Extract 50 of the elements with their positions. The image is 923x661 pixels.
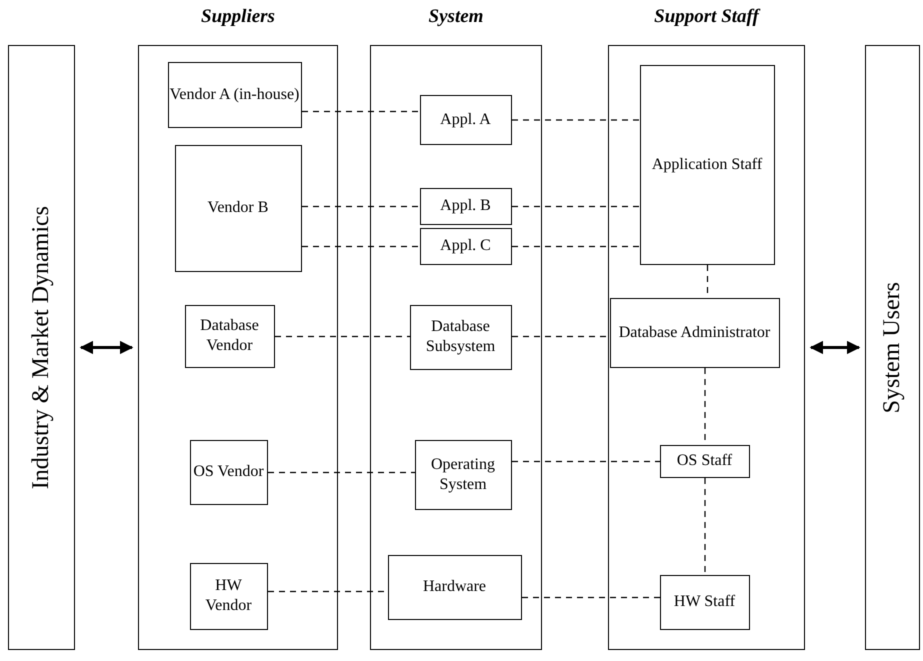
component-box xyxy=(420,188,512,224)
component-box xyxy=(414,440,512,510)
panel-heading: Support Staff xyxy=(653,6,762,28)
box-label: Appl. A xyxy=(440,110,491,130)
box-label: Appl. C xyxy=(440,236,491,256)
dashed-connector xyxy=(302,206,420,208)
box-label: Database Vendor xyxy=(199,316,260,356)
component-box xyxy=(420,228,512,264)
component-box xyxy=(660,444,750,478)
component-box xyxy=(420,94,512,144)
dashed-connector xyxy=(512,206,640,208)
component-box xyxy=(610,298,780,368)
dashed-connector xyxy=(302,246,420,248)
double-arrow xyxy=(810,340,860,354)
component-box xyxy=(190,562,268,630)
box-label: OS Staff xyxy=(676,451,732,471)
box-label: Vendor A (in-house) xyxy=(170,84,300,104)
box-label: Appl. B xyxy=(440,196,491,216)
box-label: Operating System xyxy=(430,454,496,494)
dashed-connector xyxy=(704,478,706,575)
panel-heading: Suppliers xyxy=(200,6,276,28)
component-box xyxy=(640,64,774,264)
dashed-connector xyxy=(512,460,660,462)
box-label: Database Subsystem xyxy=(424,317,496,357)
box-label: Vendor B xyxy=(208,198,268,218)
side-box xyxy=(865,45,920,650)
component-box xyxy=(190,440,268,504)
side-label: System Users xyxy=(879,282,906,414)
side-box xyxy=(8,45,75,650)
component-box xyxy=(184,304,274,368)
box-label: HW Vendor xyxy=(204,576,253,616)
dashed-connector xyxy=(512,246,640,248)
box-label: OS Vendor xyxy=(193,462,264,482)
box-label: Database Administrator xyxy=(618,322,770,342)
dashed-connector xyxy=(522,596,660,598)
box-label: Hardware xyxy=(422,577,486,597)
box-label: HW Staff xyxy=(674,592,736,612)
dashed-connector xyxy=(268,472,415,474)
component-box xyxy=(388,554,522,620)
component-box xyxy=(168,62,302,128)
side-label: Industry & Market Dynamics xyxy=(28,206,55,490)
component-box xyxy=(174,144,302,272)
box-label: Application Staff xyxy=(652,154,762,174)
dashed-connector xyxy=(512,119,640,121)
panel-heading: System xyxy=(428,6,484,28)
component-box xyxy=(660,574,750,630)
dashed-connector xyxy=(302,110,420,112)
dashed-connector xyxy=(275,336,410,338)
component-box xyxy=(410,304,512,370)
double-arrow xyxy=(80,340,134,354)
